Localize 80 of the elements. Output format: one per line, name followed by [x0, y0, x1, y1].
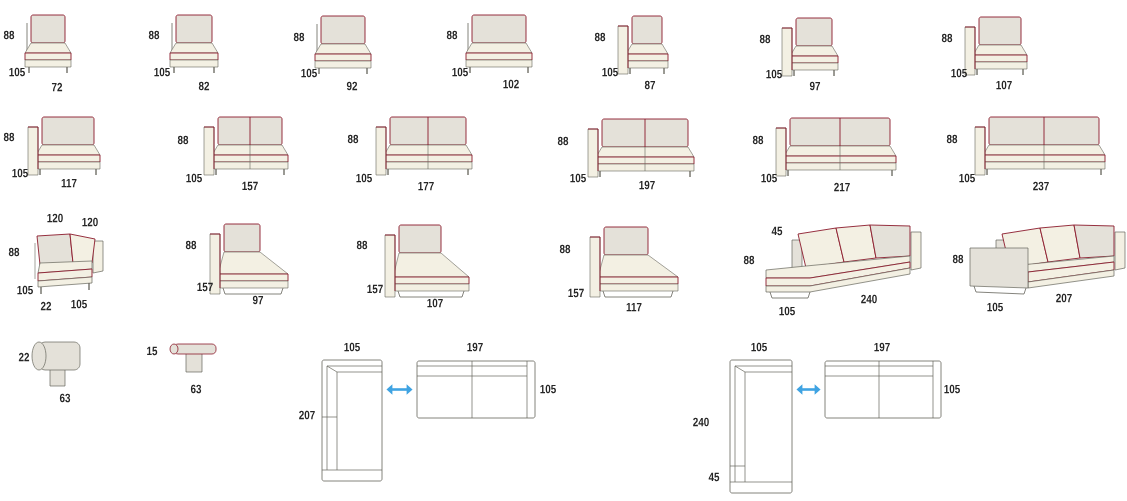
dimension-label: 197 [639, 180, 655, 190]
dimension-label: 88 [347, 134, 359, 144]
dimension-label: 105 [987, 302, 1003, 312]
dimension-label: 105 [71, 299, 87, 309]
dimension-label: 63 [59, 393, 71, 403]
dimension-label: 105 [154, 67, 170, 77]
dimension-label: 88 [759, 34, 771, 44]
dimension-label: 88 [594, 32, 606, 42]
dimension-label: 207 [299, 410, 315, 420]
dimension-label: 117 [626, 302, 642, 312]
dimension-label: 88 [952, 254, 964, 264]
dimension-label: 22 [18, 352, 30, 362]
dimension-label: 105 [356, 173, 372, 183]
dimension-label: 105 [540, 384, 556, 394]
plan-drawing [824, 360, 942, 419]
dimension-label: 157 [568, 288, 584, 298]
dimension-label: 88 [177, 135, 189, 145]
dimension-label: 197 [467, 342, 483, 352]
dimension-label: 217 [834, 182, 850, 192]
dimension-label: 88 [356, 240, 368, 250]
dimension-label: 105 [766, 69, 782, 79]
dimension-label: 107 [996, 80, 1012, 90]
dimension-label: 105 [9, 67, 25, 77]
dimension-label: 22 [40, 301, 52, 311]
dimension-label: 88 [946, 134, 958, 144]
dimension-label: 107 [427, 298, 443, 308]
dimension-label: 105 [452, 67, 468, 77]
dimension-label: 88 [941, 33, 953, 43]
dimension-label: 237 [1033, 181, 1049, 191]
dimension-label: 105 [186, 173, 202, 183]
dimension-label: 177 [418, 181, 434, 191]
dimension-label: 197 [874, 342, 890, 352]
dimension-label: 63 [190, 384, 202, 394]
dimension-label: 87 [644, 80, 656, 90]
dimension-label: 105 [959, 173, 975, 183]
dimension-label: 88 [148, 30, 160, 40]
dimension-label: 88 [293, 32, 305, 42]
dimension-label: 117 [61, 178, 77, 188]
dimension-label: 97 [809, 81, 821, 91]
dimension-label: 240 [693, 417, 709, 427]
dimension-label: 88 [559, 244, 571, 254]
dimension-label: 105 [570, 173, 586, 183]
dimension-label: 120 [47, 213, 63, 223]
double-arrow [386, 384, 413, 395]
dimension-label: 15 [147, 346, 158, 356]
dimension-label: 105 [779, 306, 795, 316]
dimension-label: 97 [252, 295, 264, 305]
dimension-label: 88 [185, 240, 197, 250]
double-arrow [796, 384, 821, 395]
dimension-label: 157 [367, 284, 383, 294]
dimension-label: 88 [8, 247, 20, 257]
dimension-label: 105 [301, 68, 317, 78]
dimension-label: 157 [197, 282, 213, 292]
dimension-label: 105 [602, 67, 618, 77]
dimension-label: 105 [951, 68, 967, 78]
dimension-label: 45 [771, 226, 783, 236]
dimension-label: 88 [557, 136, 569, 146]
dimension-label: 105 [17, 285, 33, 295]
dimension-label: 120 [82, 217, 98, 227]
dimension-label: 88 [446, 30, 458, 40]
dimension-label: 105 [944, 384, 960, 394]
dimension-label: 105 [751, 342, 767, 352]
dimension-label: 72 [51, 82, 63, 92]
dimension-label: 105 [12, 168, 28, 178]
plan-drawing [729, 359, 793, 494]
dimension-label: 88 [3, 132, 15, 142]
dimension-label: 105 [761, 173, 777, 183]
dimension-label: 45 [708, 472, 720, 482]
dimension-label: 82 [198, 81, 210, 91]
dimension-label: 92 [346, 81, 358, 91]
dimension-label: 88 [743, 255, 755, 265]
dimension-label: 105 [344, 342, 360, 352]
dimension-label: 157 [242, 181, 258, 191]
plan-drawing [321, 359, 383, 482]
plan-drawing [416, 360, 536, 419]
dimension-label: 207 [1056, 293, 1072, 303]
dimension-label: 102 [503, 79, 519, 89]
dimension-label: 240 [861, 294, 877, 304]
dimension-label: 88 [3, 30, 15, 40]
dimension-label: 88 [752, 135, 764, 145]
